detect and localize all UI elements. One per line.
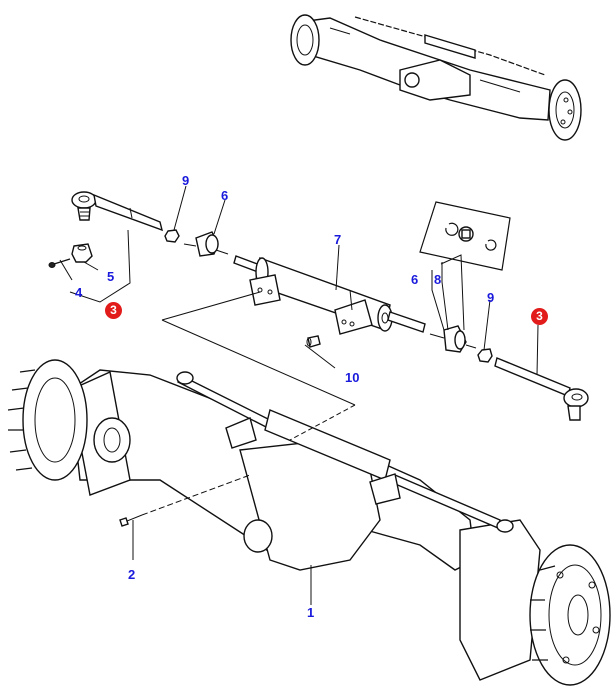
callout-3-right-highlighted[interactable]: 3: [531, 308, 548, 325]
pin: [306, 335, 321, 348]
callout-9-right[interactable]: 9: [487, 290, 495, 305]
callout-8[interactable]: 8: [434, 272, 442, 287]
tie-rod-right: [494, 357, 589, 421]
bolt: [119, 514, 143, 527]
steering-cylinder: [233, 255, 426, 335]
castle-nut: [71, 243, 93, 263]
split-pin: [48, 258, 71, 268]
lock-nut-right: [477, 348, 493, 363]
seal-kit-box: [419, 201, 511, 271]
leader-lines: [59, 185, 539, 605]
callout-10[interactable]: 10: [345, 370, 360, 385]
tie-rod-left: [71, 191, 163, 232]
callout-4[interactable]: 4: [75, 285, 83, 300]
left-hub: [7, 359, 88, 481]
axle-housing: [69, 369, 541, 681]
callout-1[interactable]: 1: [307, 605, 315, 620]
lock-nut-left: [164, 229, 180, 243]
callout-6-left[interactable]: 6: [221, 188, 229, 203]
right-hub: [529, 544, 611, 686]
ball-joint-left: [183, 231, 229, 257]
ball-joint-right: [429, 325, 477, 353]
callout-9-left[interactable]: 9: [182, 173, 190, 188]
steering-assembly-installed: [176, 371, 514, 533]
callout-6-right[interactable]: 6: [411, 272, 419, 287]
overview-axle: [290, 14, 582, 141]
callout-2[interactable]: 2: [128, 567, 136, 582]
callout-5[interactable]: 5: [107, 269, 115, 284]
callout-3-left-highlighted[interactable]: 3: [105, 302, 122, 319]
callout-7[interactable]: 7: [334, 232, 342, 247]
